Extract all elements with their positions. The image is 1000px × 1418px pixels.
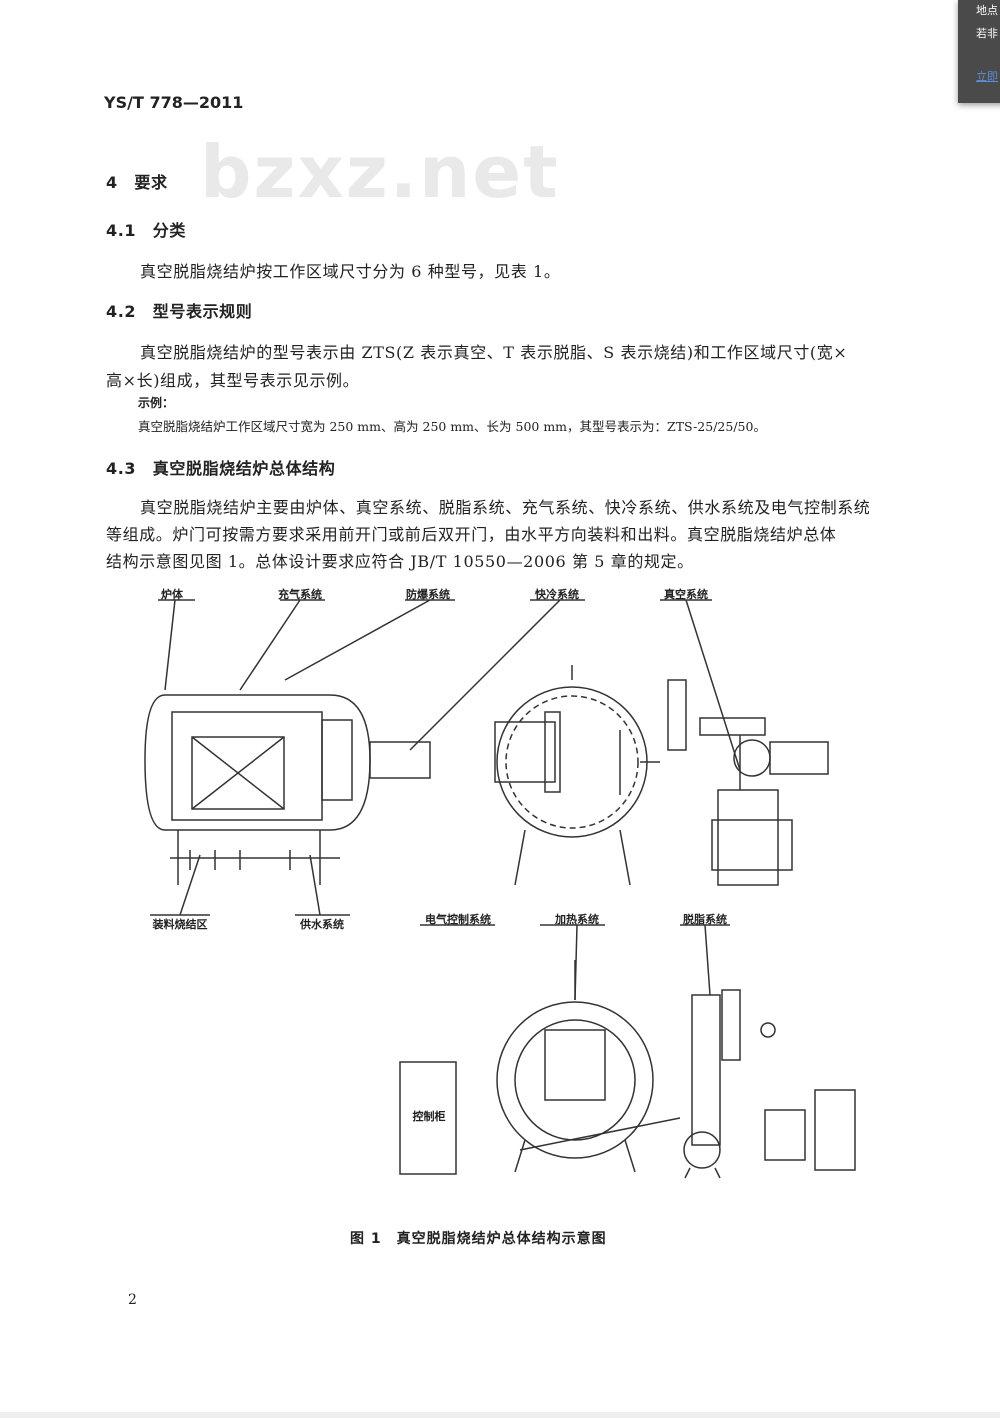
page-bottom-edge — [0, 1412, 1000, 1418]
watermark: bzxz.net — [200, 130, 560, 214]
section-4-1-heading: 4.1 分类 — [106, 221, 186, 240]
label-degreasing-system: 脱脂系统 — [683, 913, 727, 926]
cabinet-drawing — [399, 1061, 457, 1175]
label-water-supply: 供水系统 — [300, 918, 344, 931]
label-gas-fill-system: 充气系统 — [278, 588, 322, 601]
label-control-cabinet: 控制柜 — [412, 1110, 446, 1123]
notification-popup: 地点 若非 立即 — [958, 0, 1000, 103]
heating-furnace — [496, 960, 681, 1173]
label-explosion-proof-system: 防爆系统 — [406, 588, 450, 601]
popup-link[interactable]: 立即 — [976, 70, 998, 83]
section-4-3-heading: 4.3 真空脱脂烧结炉总体结构 — [106, 459, 336, 478]
popup-line-2: 若非 — [976, 27, 998, 40]
degreasing-system — [683, 989, 856, 1179]
figure-caption: 图 1 真空脱脂烧结炉总体结构示意图 — [350, 1231, 607, 1247]
section-4-heading: 4 要求 — [106, 173, 168, 192]
section-4-2-heading: 4.2 型号表示规则 — [106, 302, 253, 321]
leader-lines — [150, 599, 741, 1001]
section-4-3-body-3: 结构示意图见图 1。总体设计要求应符合 JB/T 10550—2006 第 5 … — [106, 552, 694, 571]
label-furnace-body: 炉体 — [161, 588, 183, 601]
popup-line-1: 地点 — [976, 4, 998, 17]
section-4-1-body: 真空脱脂烧结炉按工作区域尺寸分为 6 种型号，见表 1。 — [140, 262, 561, 281]
doc-id: YS/T 778—2011 — [104, 93, 244, 112]
section-4-2-body-2: 高×长)组成，其型号表示见示例。 — [106, 371, 360, 390]
label-fast-cool-system: 快冷系统 — [535, 588, 579, 601]
page-number: 2 — [128, 1292, 137, 1308]
example-label: 示例： — [138, 396, 175, 410]
label-loading-zone: 装料烧结区 — [152, 918, 208, 931]
label-vacuum-system: 真空系统 — [664, 588, 708, 601]
section-4-3-body-1: 真空脱脂烧结炉主要由炉体、真空系统、脱脂系统、充气系统、快冷系统、供水系统及电气… — [140, 498, 871, 517]
label-electrical-control: 电气控制系统 — [425, 913, 491, 926]
label-heating-system: 加热系统 — [555, 913, 599, 926]
section-4-2-body-1: 真空脱脂烧结炉的型号表示由 ZTS(Z 表示真空、T 表示脱脂、S 表示烧结)和… — [140, 343, 848, 362]
example-text: 真空脱脂烧结炉工作区域尺寸宽为 250 mm、高为 250 mm、长为 500 … — [138, 419, 766, 434]
section-4-3-body-2: 等组成。炉门可按需方要求采用前开门或前后双开门，由水平方向装料和出料。真空脱脂烧… — [106, 525, 837, 544]
side-view-furnace — [144, 694, 431, 885]
front-view-furnace — [494, 665, 660, 886]
vacuum-system — [667, 679, 829, 886]
